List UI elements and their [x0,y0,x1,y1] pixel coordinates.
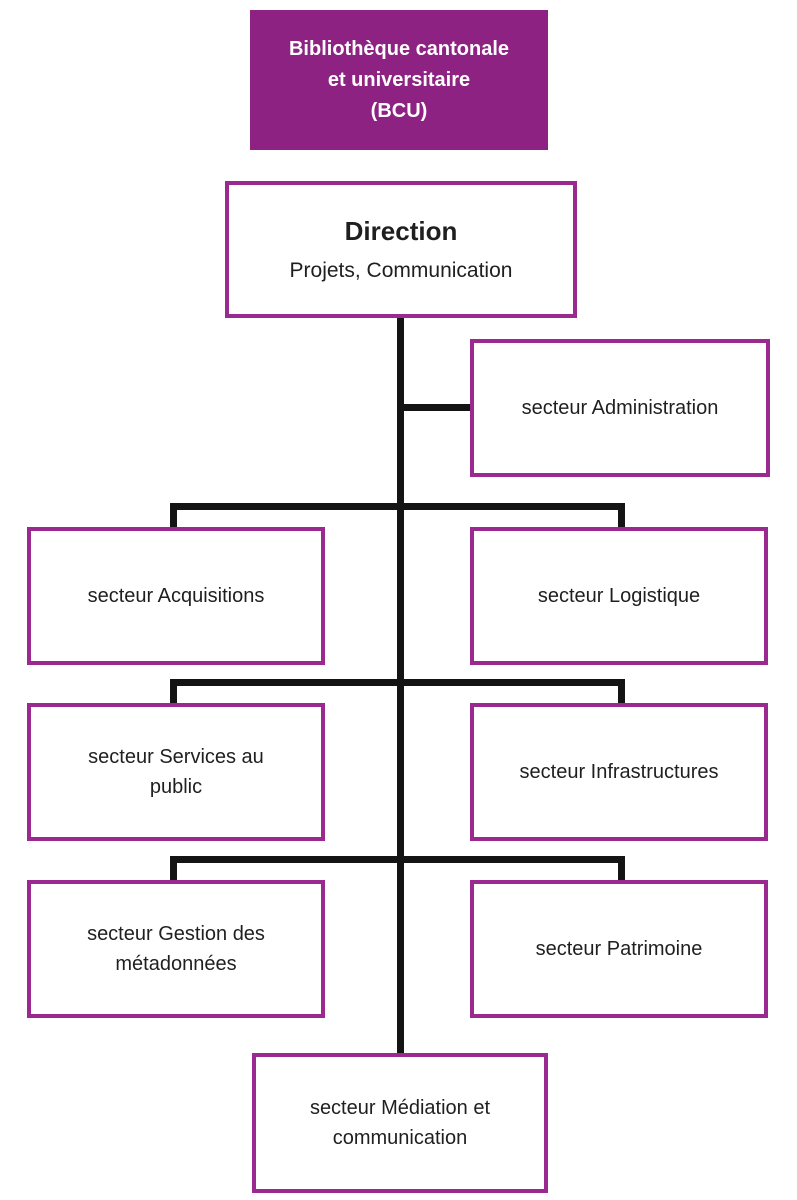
connector-trunk [397,318,404,1055]
connector-administration-branch [400,404,472,411]
sector-services-au-public-box: secteur Services au public [27,703,325,841]
connector-row2-elbow-right [618,503,625,530]
connector-row3-elbow-left [170,679,177,706]
direction-subtitle: Projets, Communication [289,258,513,282]
connector-row4-elbow-right [618,856,625,883]
root-banner-bcu: Bibliothèque cantonale et universitaire … [250,10,548,150]
sector-administration-box: secteur Administration [470,339,770,477]
sector-mediation-et-communication-box: secteur Médiation et communication [252,1053,548,1193]
connector-row4-bar [170,856,625,883]
direction-title: Direction [344,216,458,247]
connector-row3-bar [170,679,625,706]
connector-row3-elbow-right [618,679,625,706]
sector-acquisitions-box: secteur Acquisitions [27,527,325,665]
sector-infrastructures-box: secteur Infrastructures [470,703,768,841]
direction-box: Direction Projets, Communication [225,181,577,318]
connector-row4-elbow-left [170,856,177,883]
connector-row2-elbow-left [170,503,177,530]
sector-patrimoine-box: secteur Patrimoine [470,880,768,1018]
connector-row2-bar [170,503,625,530]
sector-gestion-des-metadonnees-box: secteur Gestion des métadonnées [27,880,325,1018]
sector-logistique-box: secteur Logistique [470,527,768,665]
